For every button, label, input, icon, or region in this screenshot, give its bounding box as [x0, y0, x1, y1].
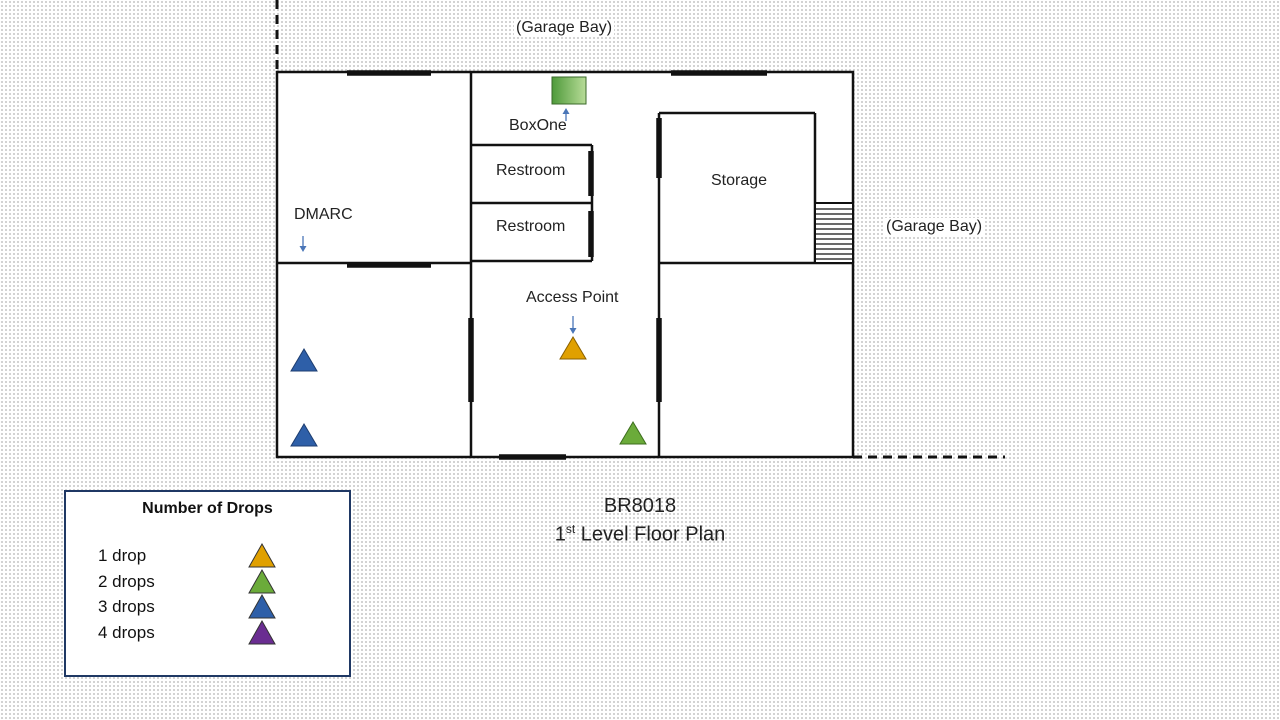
- garage-bay-top-label: (Garage Bay): [514, 19, 615, 37]
- legend-triangle-icon-2: [248, 569, 276, 594]
- dmarc-label: DMARC: [294, 206, 353, 223]
- legend-triangle-icon-1: [248, 543, 276, 568]
- boxone-label: BoxOne: [509, 117, 567, 134]
- restroom-2-label: Restroom: [496, 218, 566, 235]
- access-point-arrow: [569, 316, 577, 334]
- site-code: BR8018: [603, 495, 677, 517]
- doors: [347, 70, 767, 460]
- garage-bay-right-label: (Garage Bay): [884, 218, 985, 236]
- access-point-drop-marker: [559, 336, 587, 360]
- corridor-drop-marker: [619, 421, 647, 445]
- access-point-label: Access Point: [526, 289, 619, 306]
- west-room-upper-drop-marker: [290, 348, 318, 372]
- boxone-arrow: [562, 108, 570, 121]
- plan-title: BR8018: [440, 495, 840, 518]
- legend-label-3: 3 drops: [98, 597, 155, 616]
- restroom-1-label: Restroom: [496, 162, 566, 179]
- legend-title: Number of Drops: [142, 500, 273, 517]
- dmarc-arrow: [299, 236, 307, 252]
- plan-subtitle: 1st Level Floor Plan: [554, 522, 726, 546]
- storage-label: Storage: [711, 172, 768, 189]
- legend-label-4: 4 drops: [98, 623, 155, 642]
- west-room-lower-drop-marker: [290, 423, 318, 447]
- legend-label-1: 1 drop: [98, 546, 147, 565]
- legend-label-2: 2 drops: [98, 572, 155, 591]
- legend-triangle-icon-3: [248, 594, 276, 619]
- stairs: [814, 202, 854, 264]
- drops-legend: Number of Drops 1 drop 2 drops 3 drops 4…: [64, 490, 351, 677]
- legend-triangle-icon-4: [248, 620, 276, 645]
- boxone-device: [551, 76, 587, 105]
